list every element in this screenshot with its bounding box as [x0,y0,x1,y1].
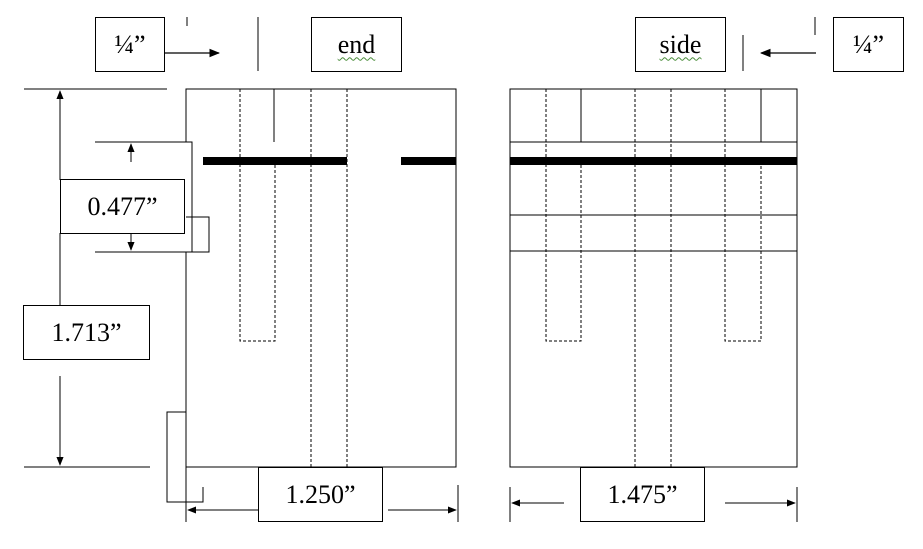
side-view [509,88,798,468]
end-view-label-text: end [337,29,376,59]
side-view-label: side [635,17,726,72]
height-total-dimension [24,88,167,468]
width-side-dimension [509,487,798,522]
end-view [166,88,457,503]
width-end-label: 1.250” [258,467,383,522]
side-view-label-text: side [659,29,702,59]
quarter-right-indicator [742,17,816,71]
end-view-label: end [311,17,402,72]
quarter-inch-label-right: ¼” [833,17,904,72]
height-small-dimension [95,141,186,253]
height-small-label: 0.477” [60,179,185,234]
width-end-dimension [185,467,459,522]
quarter-left-indicator [165,17,259,71]
quarter-inch-label-left: ¼” [95,17,165,72]
width-side-label: 1.475” [580,467,705,522]
height-total-label: 1.713” [23,305,150,360]
